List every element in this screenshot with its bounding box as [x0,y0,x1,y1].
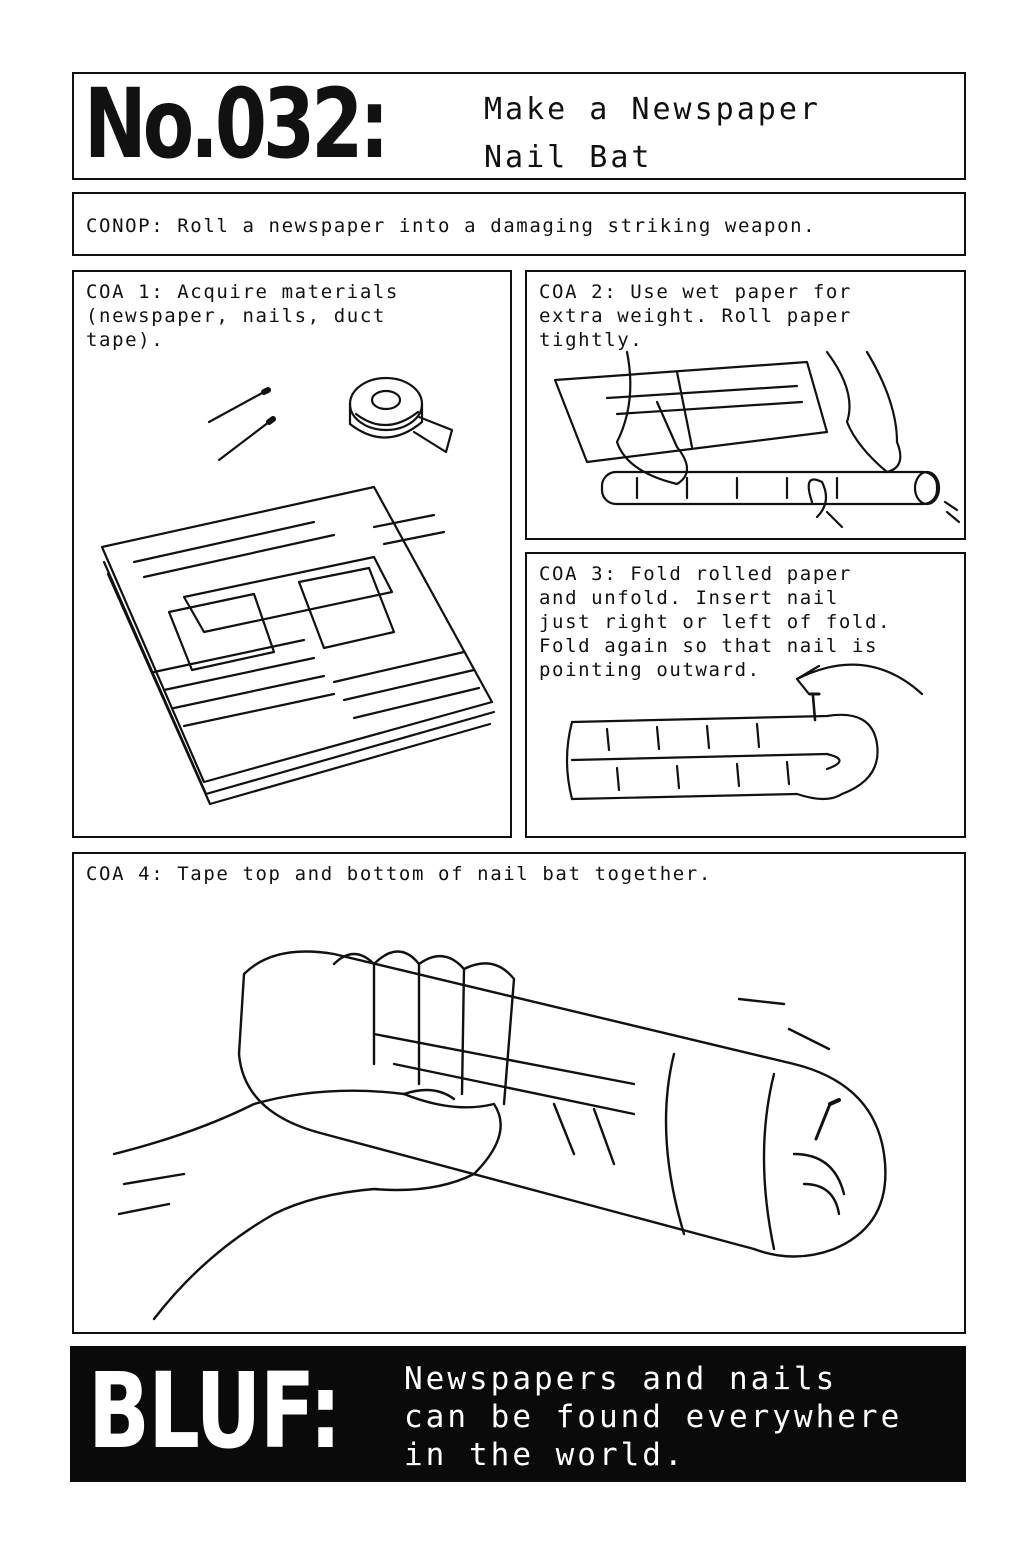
entry-number: No.032: [84,68,389,180]
nail-icon [219,419,273,460]
coa-3-caption: COA 3: Fold rolled paper and unfold. Ins… [539,563,892,681]
folded-roll-icon [567,715,878,799]
nail-bat-grip-illustration [74,854,968,1336]
folding-illustration [527,554,968,840]
coa-1-caption: COA 1: Acquire materials (newspaper, nai… [86,281,399,351]
panel-coa-3: COA 3: Fold rolled paper and unfold. Ins… [525,552,966,838]
duct-tape-icon [350,378,452,452]
conop-text: CONOP: Roll a newspaper into a damaging … [86,215,817,237]
panel-coa-2: COA 2: Use wet paper for extra weight. R… [525,270,966,540]
newspaper-icon [102,487,494,804]
nail-icon [810,694,819,720]
title-box: No.032: Make a Newspaper Nail Bat [72,68,966,180]
hand-icon [114,952,514,1320]
conop-box: CONOP: Roll a newspaper into a damaging … [72,192,966,256]
bluf-text: Newspapers and nails can be found everyw… [404,1361,903,1473]
fold-arrow-icon [797,665,922,694]
newspaper-icon [555,362,827,462]
page-title: Make a Newspaper Nail Bat [484,92,821,175]
panel-coa-4: COA 4: Tape top and bottom of nail bat t… [72,852,966,1334]
bluf-box: BLUF: Newspapers and nails can be found … [70,1346,966,1482]
coa-4-caption: COA 4: Tape top and bottom of nail bat t… [86,863,712,885]
nail-bat-icon [239,952,885,1257]
roll-direction-arrow-icon [809,480,842,528]
paper-roll-icon [602,472,939,504]
nail-icon [209,390,268,422]
panel-coa-1: COA 1: Acquire materials (newspaper, nai… [72,270,512,838]
hand-icon [617,352,900,484]
materials-illustration [74,272,514,840]
rolling-paper-illustration [527,272,968,542]
bluf-label: BLUF: [88,1350,342,1472]
coa-2-caption: COA 2: Use wet paper for extra weight. R… [539,281,852,351]
nail-icon [816,1100,839,1139]
motion-line-icon [739,999,829,1049]
